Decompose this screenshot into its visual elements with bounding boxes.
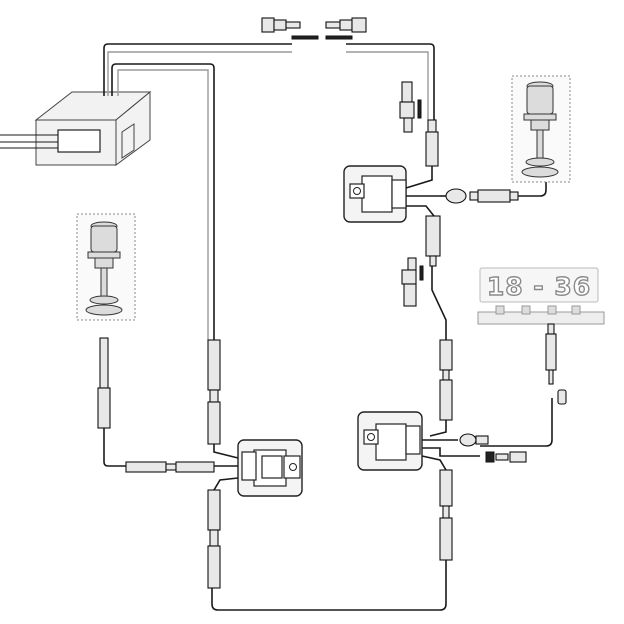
wire-transformer-down <box>406 205 441 267</box>
top-right-plug-chain <box>399 81 439 189</box>
power-box <box>57 129 101 153</box>
wire-building-to-top <box>103 43 292 96</box>
number-sign: 18 - 36 <box>477 267 605 325</box>
lamp-left <box>76 213 136 321</box>
building <box>0 90 152 166</box>
wire-top-right <box>346 43 435 120</box>
wire-to-lamp-right <box>406 175 547 204</box>
transformer-top-right <box>343 165 407 223</box>
sign-text: 18 - 36 <box>487 272 591 301</box>
bottom-left-downline <box>207 477 239 589</box>
lamp-right <box>511 75 571 183</box>
transformer-bottom-left <box>237 439 303 497</box>
top-connector-right <box>325 17 367 40</box>
top-connector-left <box>261 17 319 40</box>
transformer-bottom-right <box>357 411 423 471</box>
mid-right-plug-chain <box>401 257 453 437</box>
sign-plug-chain <box>480 323 567 447</box>
bottom-right-output <box>211 433 527 611</box>
lamp-left-plug-chain <box>97 337 238 473</box>
left-downline-plugs <box>207 339 239 459</box>
wire-building-down <box>111 63 215 340</box>
